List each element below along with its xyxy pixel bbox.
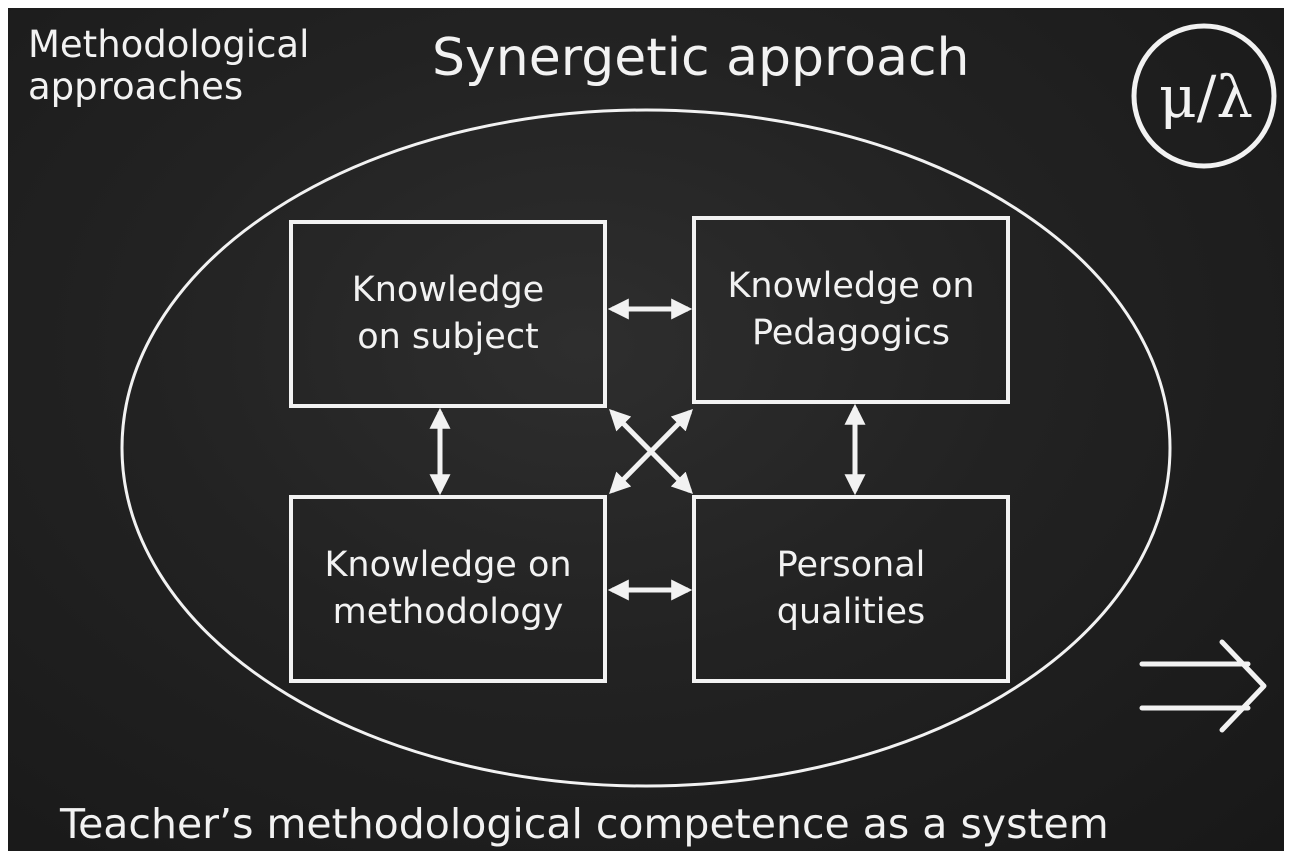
logo-mu-lambda: μ/λ	[1159, 63, 1253, 131]
box-label-personal: Personal qualities	[776, 545, 926, 632]
system-ellipse	[120, 108, 1172, 788]
slide-title: Synergetic approach	[432, 28, 970, 88]
logo-circle	[1131, 23, 1277, 169]
double-arrow-right-icon[interactable]	[1139, 639, 1267, 733]
footer-caption: Teacher’s methodological competence as a…	[60, 800, 1109, 848]
arrow-pedagogics-methodology	[609, 409, 693, 494]
box-personal-qualities	[692, 495, 1010, 683]
box-label-methodology: Knowledge on methodology	[324, 545, 572, 632]
box-knowledge-on-pedagogics	[692, 216, 1010, 404]
box-label-pedagogics: Knowledge on Pedagogics	[727, 266, 975, 353]
box-knowledge-on-subject	[289, 220, 607, 408]
box-knowledge-on-methodology	[289, 495, 607, 683]
box-label-subject: Knowledge on subject	[351, 270, 545, 357]
methodological-approaches-label: Methodological approaches	[28, 23, 310, 108]
